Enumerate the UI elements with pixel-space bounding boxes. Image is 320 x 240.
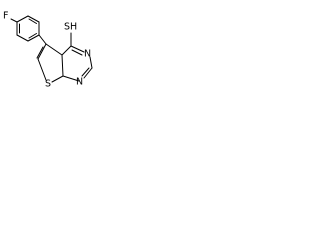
thiophene-double-bond: [36, 46, 44, 59]
thiophene-bond-s-c7a: [51, 75, 64, 83]
fluorine-label: F: [3, 11, 8, 22]
pyrimidine-double-c4-n3: [71, 49, 83, 56]
nitrogen-bottom-label: N: [76, 77, 83, 88]
thiophene-bond-c4a-c5: [45, 43, 63, 56]
thiophene-bond-c4-s: [37, 58, 47, 81]
pyrimidine-bond-n3-c2: [89, 56, 93, 69]
fluorophenyl-ring: [16, 15, 40, 42]
pyrimidine-bond-c2-n1: [83, 67, 93, 79]
phenyl-double-bond-a: [28, 18, 37, 24]
thiophene-bond-fused: [61, 54, 64, 77]
thiol-label: SH: [64, 22, 77, 33]
chemical-structure: F SH N N S: [3, 11, 93, 90]
pyrimidine-bond-c4a-c4: [61, 45, 72, 56]
phenyl-bond-5: [16, 34, 29, 42]
phenyl-bond-1: [16, 15, 29, 23]
phenyl-bond-2: [27, 15, 40, 23]
pyrimidine-bond-n1-c7a: [62, 75, 80, 82]
nitrogen-top-label: N: [84, 49, 91, 60]
pyrimidine-bond-c4-n3: [70, 45, 85, 53]
pyrimidine-double-c2-n1: [81, 67, 90, 77]
thiophene-ring: [36, 43, 64, 83]
sulfur-ring-label: S: [45, 79, 51, 90]
carbon-fluorine-bond: [10, 18, 18, 23]
phenyl-double-bond-b: [28, 33, 37, 39]
thiophene-bond-c5-c4: [37, 43, 47, 60]
phenyl-bond-4: [27, 34, 40, 42]
biaryl-bond: [38, 34, 47, 45]
pyrimidine-ring: [61, 45, 93, 82]
